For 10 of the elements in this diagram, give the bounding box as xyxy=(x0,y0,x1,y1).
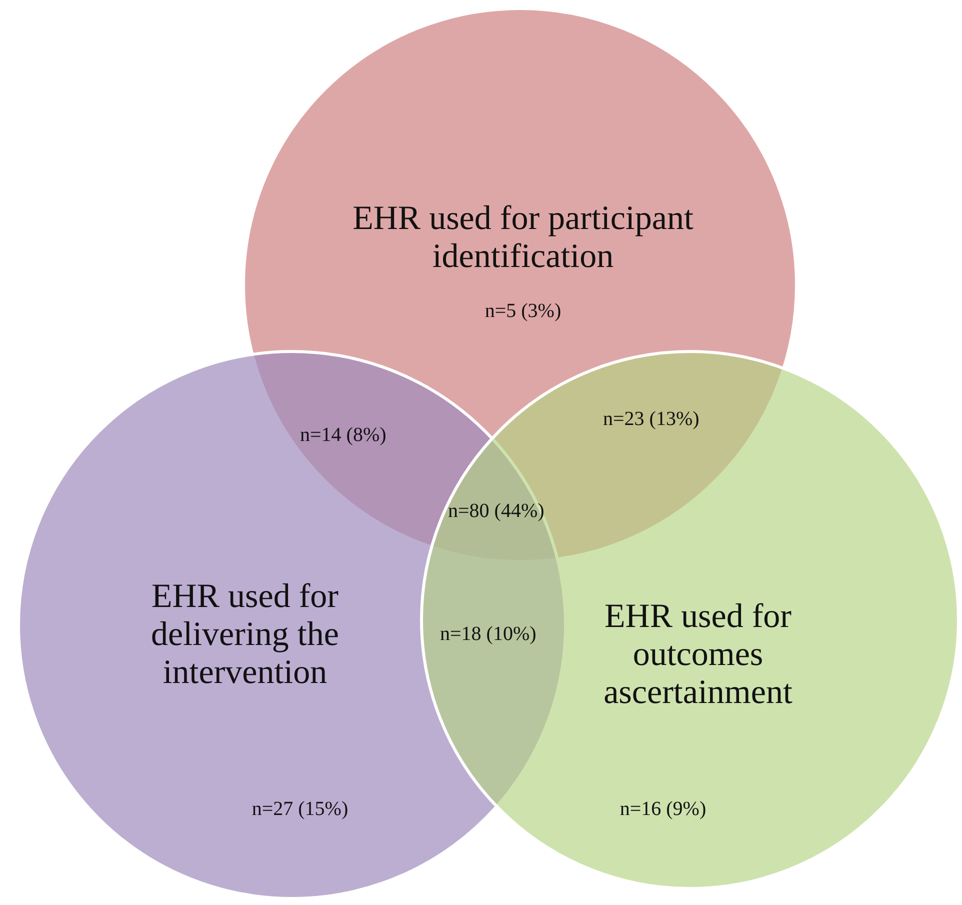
overlap-count: n=80 (44%) xyxy=(448,500,544,523)
set-label: EHR used for outcomes ascertainment xyxy=(602,598,794,712)
count-label: n=27 (15%) xyxy=(250,798,350,821)
overlap-count: n=23 (13%) xyxy=(603,408,700,431)
set-label: EHR used for delivering the intervention xyxy=(150,578,340,692)
overlap-count: n=14 (8%) xyxy=(300,424,386,447)
overlap-count: n=18 (10%) xyxy=(440,623,536,646)
set-label: EHR used for participant identification xyxy=(352,200,694,276)
count-label: n=16 (9%) xyxy=(618,798,708,821)
count-label: n=5 (3%) xyxy=(484,300,562,323)
